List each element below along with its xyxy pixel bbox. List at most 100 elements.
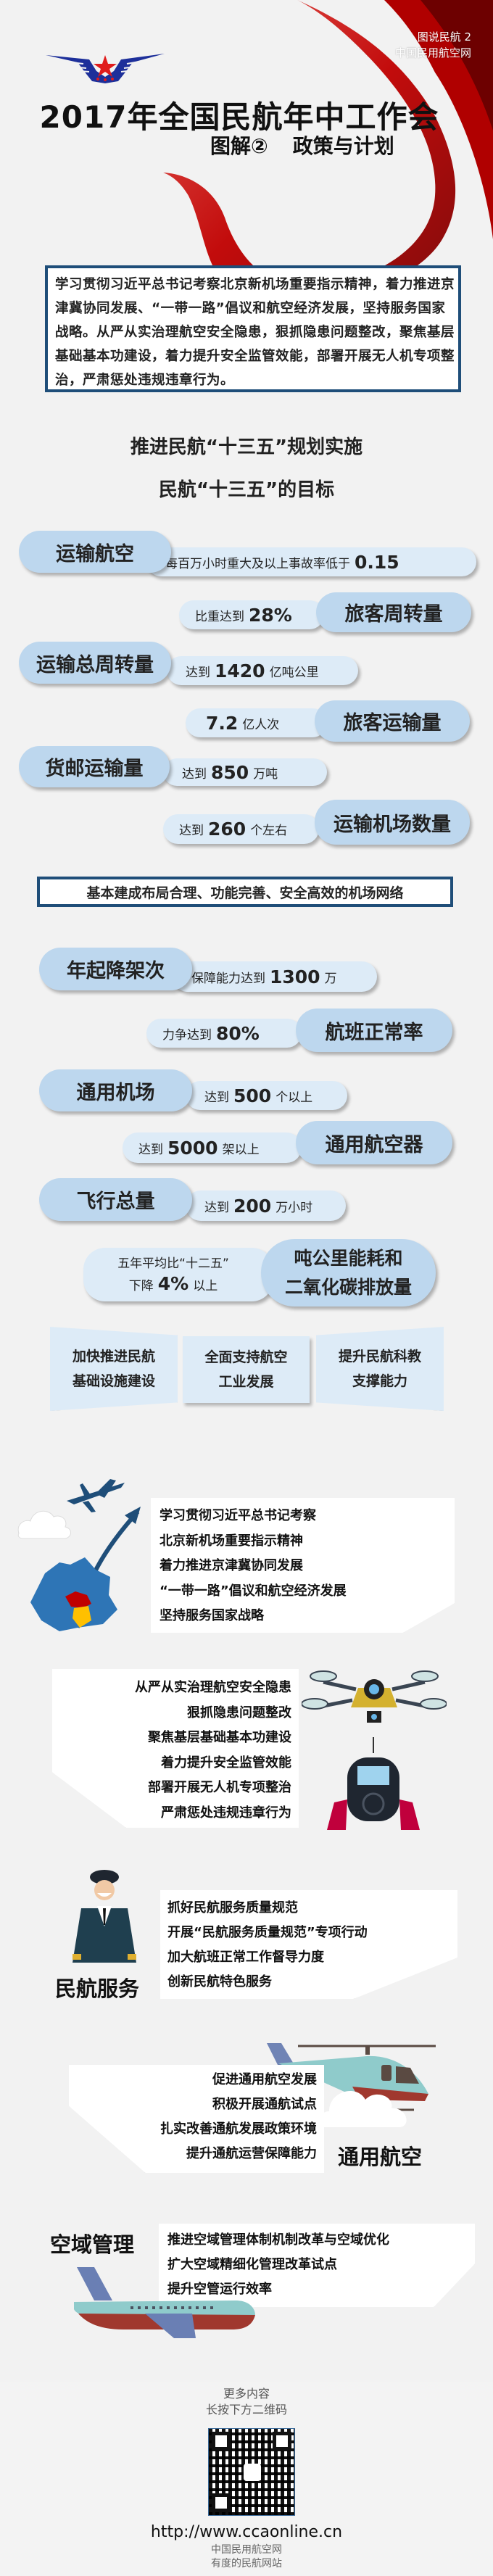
panel-line: 工业发展 (218, 1374, 274, 1390)
goal-detail-pill: 达到 260 个左右 (163, 814, 319, 844)
service-item: 开展“民航服务质量规范”专项行动 (167, 1925, 368, 1940)
goal-value: 28% (249, 604, 292, 626)
source-line-2: 中国民用航空网 (394, 46, 471, 59)
goal-detail-suffix: 个左右 (250, 824, 288, 838)
goal-detail-prefix: 达到 (204, 1200, 229, 1215)
goal-label-pill: 旅客周转量 (316, 592, 471, 632)
energy-value: 4% (157, 1272, 189, 1294)
safety-item: 部署开展无人机专项整治 (148, 1780, 291, 1795)
safety-item: 着力提升安全监管效能 (161, 1755, 291, 1771)
energy-pre: 下降 (128, 1278, 154, 1293)
airspace-item: 推进空域管理体制机制改革与空域优化 (167, 2232, 389, 2248)
goal-detail-suffix: 亿吨公里 (269, 665, 319, 680)
goal-value: 850 (211, 761, 249, 783)
service-label: 民航服务 (55, 1976, 140, 2001)
energy-post: 以上 (193, 1278, 218, 1293)
strategy-card: 学习贯彻习近平总书记考察 北京新机场重要指示精神 着力推进京津冀协同发展 “一带… (151, 1498, 455, 1633)
general-aviation-item: 提升通航运营保障能力 (186, 2146, 317, 2161)
remote-controller-icon (327, 1737, 420, 1830)
goal-value: 200 (233, 1195, 272, 1217)
goal-detail-suffix: 万小时 (276, 1200, 313, 1215)
panel-infrastructure: 加快推进民航基础设施建设 (50, 1327, 178, 1411)
service-item: 加大航班正常工作督导力度 (167, 1950, 324, 1965)
subtitle-topic: 政策与计划 (292, 134, 394, 158)
panel-industry: 全面支持航空工业发展 (183, 1336, 310, 1403)
goal-value: 7.2 (206, 712, 239, 734)
goal-label-pill: 航班正常率 (296, 1009, 452, 1052)
airliner-icon (74, 2267, 255, 2338)
goal-detail-prefix: 比重达到 (195, 609, 244, 624)
panel-line: 加快推进民航 (72, 1349, 155, 1364)
panel-line: 基础设施建设 (72, 1373, 155, 1389)
goal-value: 80% (216, 1022, 260, 1044)
caac-logo (46, 54, 165, 83)
general-aviation-card: 促进通用航空发展 积极开展通航试点 扎实改善通航发展政策环境 提升通航运营保障能… (69, 2065, 324, 2173)
service-item: 创新民航特色服务 (167, 1974, 272, 1989)
goal-value: 1300 (270, 966, 320, 987)
goal-detail-prefix: 达到 (138, 1142, 163, 1157)
general-aviation-item: 扎实改善通航发展政策环境 (160, 2121, 317, 2137)
strategy-item: 北京新机场重要指示精神 (160, 1533, 303, 1549)
safety-card: 从严从实治理航空安全隐患 狠抓隐患问题整改 聚焦基层基础基本功建设 着力提升安全… (52, 1669, 299, 1828)
energy-label-2: 二氧化碳排放量 (284, 1276, 412, 1298)
general-aviation-label: 通用航空 (338, 2145, 423, 2169)
qr-code[interactable] (208, 2428, 295, 2516)
goal-detail-suffix: 亿人次 (242, 717, 280, 732)
energy-label-pill: 吨公里能耗和 二氧化碳排放量 (261, 1239, 436, 1306)
intro-box: 学习贯彻习近平总书记考察北京新机场重要指示精神，着力推进京津冀协同发展、“一带一… (45, 265, 461, 392)
footer-more: 更多内容 (223, 2387, 270, 2401)
general-aviation-item: 促进通用航空发展 (212, 2072, 317, 2087)
footer-url[interactable]: http://www.ccaonline.cn (150, 2523, 343, 2541)
plane-map-illustration (17, 1479, 141, 1631)
goal-label-pill: 运输机场数量 (315, 800, 470, 845)
safety-item: 聚焦基层基础基本功建设 (148, 1730, 291, 1745)
goal-label-pill: 货邮运输量 (19, 746, 170, 787)
safety-item: 狠抓隐患问题整改 (187, 1705, 291, 1720)
panel-line: 提升民航科教 (338, 1349, 421, 1364)
page-title: 2017年全国民航年中工作会 (39, 99, 439, 135)
pilot-illustration (72, 1870, 136, 1963)
goal-detail-prefix: 达到 (179, 824, 204, 838)
goal-detail-suffix: 个以上 (276, 1090, 313, 1105)
goal-detail-pill: 达到 5000 架以上 (123, 1132, 302, 1163)
goal-label-pill: 运输总周转量 (19, 642, 171, 684)
goal-detail-pill: 比重达到 28% (179, 600, 324, 629)
energy-line1: 五年平均比“十二五” (117, 1256, 229, 1271)
energy-label-1: 吨公里能耗和 (294, 1247, 403, 1269)
strategy-item: “一带一路”倡议和航空经济发展 (160, 1583, 347, 1599)
goal-detail-pill: 达到 200 万小时 (186, 1190, 346, 1221)
panel-education: 提升民航科教支撑能力 (316, 1327, 444, 1411)
panel-line: 全面支持航空 (204, 1349, 288, 1365)
goal-detail-suffix: 万吨 (253, 766, 278, 782)
strategy-item: 学习贯彻习近平总书记考察 (160, 1508, 316, 1523)
airport-network-box: 基本建成布局合理、功能完善、安全高效的机场网络 (37, 877, 453, 907)
red-ribbon-decoration (163, 0, 493, 306)
goal-value: 260 (208, 819, 246, 840)
cloud-icon (319, 2091, 407, 2127)
goal-detail-prefix: 达到 (186, 665, 210, 680)
goal-label-pill: 通用航空器 (296, 1121, 452, 1164)
airspace-label: 空域管理 (50, 2232, 135, 2257)
goal-label-pill: 通用机场 (39, 1069, 192, 1111)
airspace-card: 推进空域管理体制机制改革与空域优化 扩大空域精细化管理改革试点 提升空管运行效率 (159, 2224, 475, 2307)
service-item: 抓好民航服务质量规范 (167, 1900, 298, 1916)
source-watermark: 图说民航 2 中国民用航空网 (395, 29, 471, 61)
goal-value: 5000 (167, 1137, 218, 1159)
strategy-item: 着力推进京津冀协同发展 (160, 1558, 303, 1573)
goal-label-pill: 年起降架次 (39, 948, 192, 990)
goal-detail-suffix: 万 (324, 971, 337, 986)
footer-hint: 长按下方二维码 (205, 2403, 287, 2416)
goal-value: 0.15 (355, 551, 399, 573)
goal-value: 500 (233, 1085, 272, 1106)
goal-label-pill: 旅客运输量 (315, 700, 470, 742)
goal-label-pill: 运输航空 (19, 531, 171, 573)
goal-detail-suffix: 架以上 (222, 1142, 260, 1157)
goal-detail-prefix: 达到 (182, 766, 207, 782)
section-heading-plan: 推进民航“十三五”规划实施 (130, 436, 363, 458)
